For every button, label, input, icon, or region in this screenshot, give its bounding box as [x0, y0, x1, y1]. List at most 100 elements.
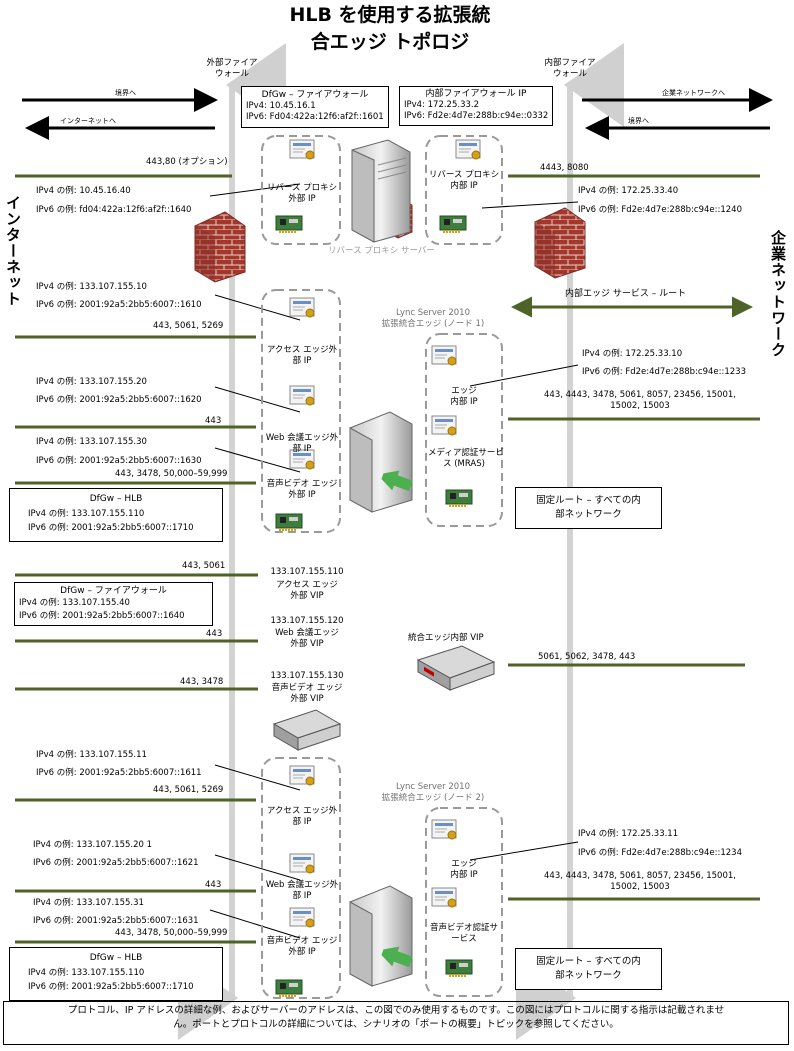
- rp-ext-label: リバース プロキシ外部 IP: [266, 183, 338, 204]
- certificate-icon: [289, 853, 315, 874]
- node1-web-label: Web 会議エッジ外部 IP: [265, 433, 339, 454]
- arrow-label-perimeter-left: 境界へ: [115, 89, 136, 97]
- firewall-brick-icon: [194, 211, 246, 283]
- dfgw-hlb-box-1: DfGw – HLB IPv4 の例: 133.107.155.110 IPv6…: [9, 488, 223, 542]
- dfgw-hlb-box-2: DfGw – HLB IPv4 の例: 133.107.155.110 IPv6…: [9, 947, 223, 1001]
- node2-edge-int-label: エッジ内部 IP: [450, 859, 478, 880]
- node1-access-ports: 443, 5061, 5269: [153, 321, 224, 331]
- vip-ip-2: 133.107.155.120: [270, 616, 344, 626]
- network-card-icon: [275, 513, 303, 531]
- node1-web-ports: 443: [205, 416, 222, 426]
- node1-av-ipv6: IPv6 の例: 2001:92a5:2bb5:6007::1630: [36, 456, 202, 466]
- external-firewall-header: 外部ファイアウォール: [206, 58, 258, 79]
- server-icon: [351, 139, 411, 243]
- internet-side-label: インターネット: [4, 195, 22, 307]
- certificate-icon: [431, 415, 457, 436]
- load-balancer-icon: [272, 709, 342, 751]
- node2-web-ipv4: IPv4 の例: 133.107.155.20 1: [33, 840, 153, 850]
- network-card-icon: [275, 979, 303, 997]
- certificate-icon: [289, 449, 315, 470]
- load-balancer-icon: [416, 645, 496, 691]
- firewall-brick-icon: [534, 207, 586, 279]
- static-route-box-2: 固定ルート – すべての内部ネットワーク: [515, 948, 662, 990]
- node2-web-label: Web 会議エッジ外部 IP: [265, 880, 339, 901]
- node2-int-ports: 443, 4443, 3478, 5061, 8057, 23456, 1500…: [544, 871, 736, 892]
- corporate-network-side-label: 企業ネットワーク: [769, 230, 787, 358]
- dfgw-firewall-top-box: DfGw – ファイアウォール IPv4: 10.45.16.1 IPv6: F…: [241, 86, 389, 128]
- node1-int-ports: 443, 4443, 3478, 5061, 8057, 23456, 1500…: [544, 390, 736, 411]
- node2-access-ports: 443, 5061, 5269: [153, 785, 224, 795]
- server-icon: [349, 411, 413, 513]
- node2-access-ipv6: IPv6 の例: 2001:92a5:2bb5:6007::1611: [36, 768, 202, 778]
- dfgw-firewall-mid-box: DfGw – ファイアウォール IPv4 の例: 133.107.155.40 …: [14, 582, 213, 626]
- certificate-icon: [289, 907, 315, 928]
- node1-av-ipv4: IPv4 の例: 133.107.155.30: [36, 437, 147, 447]
- arrow-label-perimeter-right: 境界へ: [628, 117, 649, 125]
- certificate-icon: [431, 345, 457, 366]
- node1-web-ipv6: IPv6 の例: 2001:92a5:2bb5:6007::1620: [36, 395, 202, 405]
- vip-ports-1: 443, 5061: [182, 561, 226, 571]
- certificate-icon: [431, 887, 457, 908]
- network-card-icon: [445, 959, 473, 977]
- node1-access-label: アクセス エッジ外部 IP: [266, 345, 338, 366]
- rp-int-label: リバース プロキシ内部 IP: [428, 170, 500, 191]
- certificate-icon: [289, 297, 315, 318]
- certificate-icon: [289, 765, 315, 786]
- node2-int-ipv6: IPv6 の例: Fd2e:4d7e:288b:c94e::1234: [578, 848, 742, 858]
- node2-access-ipv4: IPv4 の例: 133.107.155.11: [36, 750, 147, 760]
- arrow-label-to-internet: インターネットへ: [60, 117, 116, 125]
- rp-ext-ipv6: IPv6 の例: fd04:422a:12f6:af2f::1640: [36, 205, 192, 215]
- node2-web-ipv6: IPv6 の例: 2001:92a5:2bb5:6007::1621: [33, 858, 199, 868]
- node2-access-label: アクセス エッジ外部 IP: [266, 806, 338, 827]
- node1-access-ipv4: IPv4 の例: 133.107.155.10: [36, 282, 147, 292]
- vip-int-label: 統合エッジ内部 VIP: [408, 633, 484, 643]
- internal-edge-route-label: 内部エッジ サービス – ルート: [565, 289, 687, 299]
- node1-int-ipv6: IPv6 の例: Fd2e:4d7e:288b:c94e::1233: [582, 367, 746, 377]
- vip-int-ports: 5061, 5062, 3478, 443: [538, 652, 636, 662]
- node1-av-ports: 443, 3478, 50,000–59,999: [115, 469, 228, 479]
- internal-firewall-header: 内部ファイアウォール: [544, 58, 596, 79]
- rp-int-ipv4: IPv4 の例: 172.25.33.40: [578, 186, 679, 196]
- node2-av-auth-label: 音声ビデオ認証サービス: [429, 923, 498, 944]
- node2-web-ports: 443: [205, 880, 222, 890]
- static-route-box-1: 固定ルート – すべての内部ネットワーク: [515, 487, 662, 529]
- node1-edge-int-label: エッジ内部 IP: [450, 386, 478, 407]
- rp-ext-ports: 443,80 (オプション): [146, 157, 228, 167]
- network-card-icon: [275, 215, 303, 233]
- node1-mras-label: メディア認証サービス (MRAS): [428, 448, 504, 469]
- rp-server-label: リバース プロキシ サーバー: [328, 246, 435, 256]
- rp-ext-ipv4: IPv4 の例: 10.45.16.40: [36, 186, 131, 196]
- certificate-icon: [431, 819, 457, 840]
- rp-int-ports: 4443, 8080: [540, 163, 589, 173]
- vip-label-1: アクセス エッジ外部 VIP: [276, 580, 338, 601]
- node2-av-ipv6: IPv6 の例: 2001:92a5:2bb5:6007::1631: [33, 916, 199, 926]
- certificate-icon: [455, 139, 481, 160]
- server-icon: [349, 885, 413, 987]
- network-card-icon: [439, 215, 467, 233]
- vip-label-3: 音声ビデオ エッジ外部 VIP: [271, 683, 343, 704]
- node1-web-ipv4: IPv4 の例: 133.107.155.20: [36, 377, 147, 387]
- node1-access-ipv6: IPv6 の例: 2001:92a5:2bb5:6007::1610: [36, 300, 202, 310]
- diagram-title: HLB を使用する拡張統 合エッジ トポロジ: [289, 4, 491, 53]
- vip-ports-2: 443: [206, 629, 223, 639]
- certificate-icon: [289, 385, 315, 406]
- rp-int-ipv6: IPv6 の例: Fd2e:4d7e:288b:c94e::1240: [578, 205, 742, 215]
- node2-int-ipv4: IPv4 の例: 172.25.33.11: [578, 829, 679, 839]
- vip-ports-3: 443, 3478: [180, 677, 224, 687]
- node2-av-ports: 443, 3478, 50,000–59,999: [115, 928, 228, 938]
- node2-av-ipv4: IPv4 の例: 133.107.155.31: [33, 898, 144, 908]
- internal-firewall-ip-box: 内部ファイアウォール IP IPv4: 172.25.33.2 IPv6: Fd…: [399, 86, 553, 126]
- footer-note: プロトコル、IP アドレスの詳細な例、およびサーバーのアドレスは、この図でのみ使…: [3, 1001, 789, 1045]
- arrow-label-to-corp: 企業ネットワークへ: [662, 89, 725, 97]
- node1-av-label: 音声ビデオ エッジ外部 IP: [266, 479, 338, 500]
- certificate-icon: [289, 139, 315, 160]
- node1-int-ipv4: IPv4 の例: 172.25.33.10: [582, 349, 683, 359]
- vip-label-2: Web 会議エッジ外部 VIP: [275, 628, 339, 649]
- vip-ip-1: 133.107.155.110: [270, 567, 344, 577]
- node2-av-label: 音声ビデオ エッジ外部 IP: [266, 936, 338, 957]
- vip-ip-3: 133.107.155.130: [270, 671, 344, 681]
